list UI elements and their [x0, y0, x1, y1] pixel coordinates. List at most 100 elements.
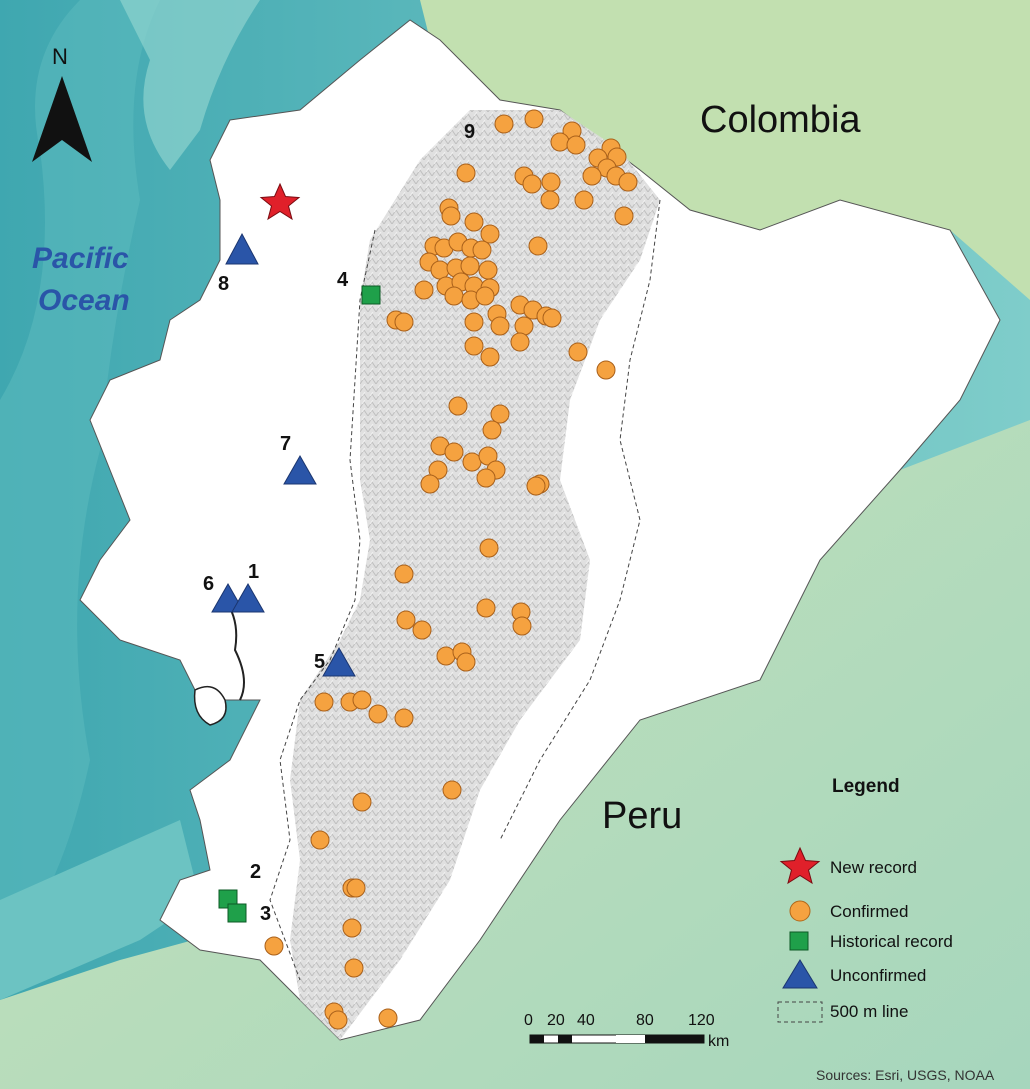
neighbor-land-peru	[0, 300, 1030, 1089]
legend-circle-icon	[789, 900, 811, 922]
confirmed-marker[interactable]	[475, 286, 495, 306]
confirmed-marker[interactable]	[480, 347, 500, 367]
confirmed-marker[interactable]	[396, 610, 416, 630]
confirmed-marker[interactable]	[456, 163, 476, 183]
confirmed-marker[interactable]	[490, 316, 510, 336]
confirmed-marker[interactable]	[342, 918, 362, 938]
confirmed-marker[interactable]	[482, 420, 502, 440]
confirmed-marker[interactable]	[476, 468, 496, 488]
ocean-south	[0, 820, 200, 1000]
confirmed-marker[interactable]	[522, 174, 542, 194]
north-arrow-icon	[32, 76, 92, 162]
confirmed-marker[interactable]	[510, 332, 530, 352]
legend-title: Legend	[832, 776, 900, 797]
confirmed-marker[interactable]	[441, 206, 461, 226]
confirmed-marker[interactable]	[442, 780, 462, 800]
confirmed-marker[interactable]	[378, 1008, 398, 1028]
confirmed-marker[interactable]	[436, 646, 456, 666]
confirmed-marker[interactable]	[542, 308, 562, 328]
confirmed-marker[interactable]	[574, 190, 594, 210]
confirmed-marker[interactable]	[472, 240, 492, 260]
ocean-label-line1: Pacific	[32, 242, 129, 275]
confirmed-marker[interactable]	[618, 172, 638, 192]
confirmed-marker[interactable]	[456, 652, 476, 672]
confirmed-marker[interactable]	[352, 792, 372, 812]
confirmed-marker[interactable]	[494, 114, 514, 134]
legend-label-new-record: New record	[830, 858, 917, 877]
site-number-7: 7	[280, 433, 291, 455]
site-number-1: 1	[248, 561, 259, 583]
unconfirmed-points	[211, 232, 356, 677]
confirmed-marker[interactable]	[394, 312, 414, 332]
confirmed-marker[interactable]	[328, 1010, 348, 1030]
confirmed-marker[interactable]	[596, 360, 616, 380]
site-number-8: 8	[218, 273, 229, 295]
confirmed-marker[interactable]	[344, 958, 364, 978]
unconfirmed-marker-8[interactable]	[225, 232, 259, 265]
confirmed-marker[interactable]	[514, 316, 534, 336]
confirmed-marker[interactable]	[528, 236, 548, 256]
confirmed-marker[interactable]	[582, 166, 602, 186]
site-number-9: 9	[464, 121, 475, 143]
confirmed-marker[interactable]	[540, 190, 560, 210]
confirmed-marker[interactable]	[368, 704, 388, 724]
confirmed-marker[interactable]	[420, 474, 440, 494]
unconfirmed-marker-7[interactable]	[283, 454, 317, 485]
confirmed-marker[interactable]	[264, 936, 284, 956]
confirmed-marker[interactable]	[462, 452, 482, 472]
north-arrow: N	[32, 44, 92, 162]
historical-marker-4[interactable]	[361, 285, 381, 305]
estuary	[224, 599, 245, 701]
confirmed-marker[interactable]	[614, 206, 634, 226]
confirmed-marker[interactable]	[314, 692, 334, 712]
confirmed-marker[interactable]	[352, 690, 372, 710]
confirmed-marker[interactable]	[512, 616, 532, 636]
ocean-label-line2: Ocean	[38, 284, 130, 317]
confirmed-marker[interactable]	[568, 342, 588, 362]
scale-label-120: 120	[688, 1012, 715, 1029]
confirmed-marker[interactable]	[566, 135, 586, 155]
confirmed-marker[interactable]	[414, 280, 434, 300]
confirmed-marker[interactable]	[479, 538, 499, 558]
confirmed-marker[interactable]	[464, 212, 484, 232]
legend-square-icon	[789, 931, 809, 951]
confirmed-marker[interactable]	[490, 404, 510, 424]
legend: Legend New record Confirmed Historical r…	[777, 776, 953, 1023]
site-number-4: 4	[337, 269, 349, 291]
confirmed-marker[interactable]	[524, 109, 544, 129]
confirmed-marker[interactable]	[476, 598, 496, 618]
site-number-2: 2	[250, 861, 261, 883]
legend-dashed-box-icon	[777, 1001, 823, 1023]
scale-label-0: 0	[524, 1012, 533, 1029]
new-record-marker[interactable]	[259, 182, 301, 221]
historical-marker-3[interactable]	[227, 903, 247, 923]
confirmed-marker[interactable]	[444, 442, 464, 462]
confirmed-marker[interactable]	[550, 132, 570, 152]
confirmed-marker[interactable]	[480, 224, 500, 244]
confirmed-marker[interactable]	[448, 396, 468, 416]
legend-label-confirmed: Confirmed	[830, 902, 908, 921]
site-number-labels: 1 2 3 4 5 6 7 8 9	[203, 121, 475, 925]
confirmed-marker[interactable]	[526, 476, 546, 496]
confirmed-marker[interactable]	[394, 564, 414, 584]
scale-label-80: 80	[636, 1012, 654, 1029]
site-number-3: 3	[260, 903, 271, 925]
confirmed-marker[interactable]	[478, 260, 498, 280]
unconfirmed-marker-5[interactable]	[322, 646, 356, 677]
confirmed-marker[interactable]	[464, 336, 484, 356]
ocean-shelf-2	[120, 0, 260, 170]
confirmed-marker[interactable]	[310, 830, 330, 850]
confirmed-marker[interactable]	[430, 260, 450, 280]
confirmed-marker[interactable]	[464, 312, 484, 332]
andes-relief	[290, 110, 660, 1040]
confirmed-marker[interactable]	[541, 172, 561, 192]
confirmed-marker[interactable]	[346, 878, 366, 898]
confirmed-marker[interactable]	[394, 708, 414, 728]
unconfirmed-marker-1[interactable]	[231, 582, 265, 613]
site-number-6: 6	[203, 573, 214, 595]
confirmed-marker[interactable]	[444, 286, 464, 306]
confirmed-marker[interactable]	[460, 256, 480, 276]
confirmed-marker[interactable]	[412, 620, 432, 640]
confirmed-points	[264, 109, 638, 1030]
